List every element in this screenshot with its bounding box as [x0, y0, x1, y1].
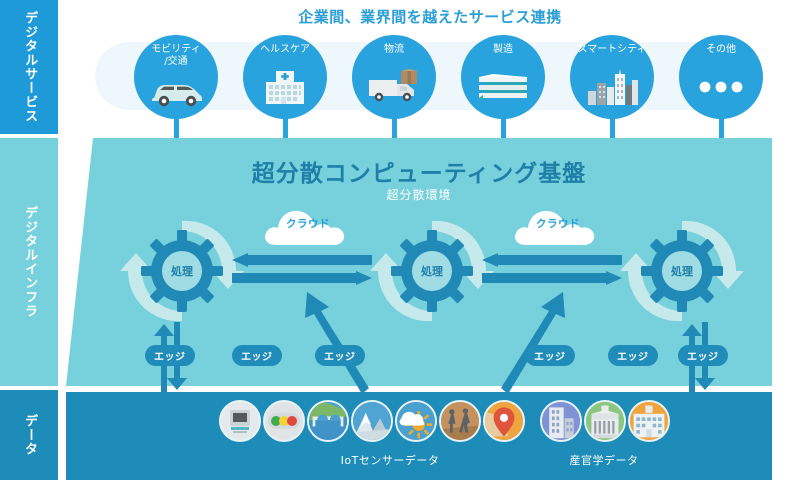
service-circle-logistics[interactable]: 物流: [352, 35, 436, 119]
data-group-label-academic: 産官学データ: [569, 454, 639, 467]
weather-icon[interactable]: [395, 400, 437, 442]
office-building-icon[interactable]: [540, 400, 582, 442]
city-icon: [570, 56, 654, 120]
service-label-logistics: 物流: [384, 44, 404, 55]
service-circle-healthcare[interactable]: ヘルスケア: [243, 35, 327, 119]
cloud-label-2: クラウド: [536, 218, 580, 230]
sidebar-label-data: データ: [22, 414, 38, 456]
edge-badge-2[interactable]: エッジ: [232, 345, 282, 366]
service-stem-4: [501, 110, 506, 140]
edge-badge-4[interactable]: エッジ: [525, 345, 575, 366]
service-stem-2: [283, 110, 288, 140]
service-circle-mobility[interactable]: モビリティ /交通: [134, 35, 218, 119]
service-label-mobility: モビリティ /交通: [151, 44, 201, 67]
hospital-icon: [243, 56, 327, 120]
cycle-arrows-icon: [370, 220, 494, 322]
truck-icon: [352, 56, 436, 120]
service-label-healthcare: ヘルスケア: [260, 44, 310, 55]
data-group-label-iot: IoTセンサーデータ: [340, 454, 440, 467]
processing-label-1: 処理: [171, 265, 193, 278]
cycle-arrows-icon: [620, 220, 744, 322]
infra-title: 超分散コンピューティング基盤: [251, 161, 587, 187]
cycle-arrows-icon: [120, 220, 244, 322]
gear-icon: [140, 229, 224, 313]
cloud-label-1: クラウド: [286, 218, 330, 230]
government-icon[interactable]: [584, 400, 626, 442]
ellipsis-icon: [679, 56, 763, 120]
sidebar-item-digital-service[interactable]: デジタルサービス: [0, 0, 58, 134]
processing-node-3[interactable]: 処理: [618, 213, 746, 329]
sidebar-item-data[interactable]: データ: [0, 390, 58, 480]
processing-label-2: 処理: [421, 265, 443, 278]
service-stem-3: [392, 110, 397, 140]
map-pin-icon[interactable]: [483, 400, 525, 442]
mountain-icon[interactable]: [351, 400, 393, 442]
service-label-manufacturing: 製造: [493, 44, 513, 55]
service-circle-smartcity[interactable]: スマートシティ: [570, 35, 654, 119]
edge-connector-diagonal-2: [500, 288, 570, 394]
car-icon: [134, 67, 218, 119]
cloud-icon: [515, 210, 595, 245]
service-circle-other[interactable]: その他: [679, 35, 763, 119]
people-icon[interactable]: [439, 400, 481, 442]
service-label-other: その他: [706, 44, 736, 55]
top-title: 企業間、業界間を越えたサービス連携: [298, 8, 562, 26]
gear-icon: [390, 229, 474, 313]
edge-connector-diagonal-1: [300, 288, 370, 394]
school-icon[interactable]: [628, 400, 670, 442]
exchange-arrows-1: [232, 253, 372, 287]
kiosk-icon[interactable]: [219, 400, 261, 442]
factory-icon: [461, 56, 545, 120]
service-circle-manufacturing[interactable]: 製造: [461, 35, 545, 119]
processing-node-1[interactable]: 処理: [118, 213, 246, 329]
service-stem-5: [610, 110, 615, 140]
service-stem-6: [719, 110, 724, 140]
service-stem-1: [174, 110, 179, 140]
exchange-arrows-2: [482, 253, 622, 287]
traffic-light-icon[interactable]: [263, 400, 305, 442]
sidebar-label-digital-infra: デジタルインフラ: [22, 206, 38, 318]
bridge-icon[interactable]: [307, 400, 349, 442]
cloud-icon: [265, 210, 345, 245]
processing-label-3: 処理: [671, 265, 693, 278]
cloud-node-2[interactable]: クラウド: [512, 205, 604, 247]
service-label-smartcity: スマートシティ: [577, 44, 647, 55]
infra-subtitle: 超分散環境: [386, 188, 452, 202]
cloud-node-1[interactable]: クラウド: [262, 205, 354, 247]
sidebar-item-digital-infra[interactable]: デジタルインフラ: [0, 138, 58, 386]
edge-badge-5[interactable]: エッジ: [608, 345, 658, 366]
gear-icon: [640, 229, 724, 313]
edge-badge-1[interactable]: エッジ: [145, 345, 195, 366]
sidebar-label-digital-service: デジタルサービス: [22, 11, 38, 123]
edge-badge-3[interactable]: エッジ: [315, 345, 365, 366]
edge-badge-6[interactable]: エッジ: [678, 345, 728, 366]
processing-node-2[interactable]: 処理: [368, 213, 496, 329]
